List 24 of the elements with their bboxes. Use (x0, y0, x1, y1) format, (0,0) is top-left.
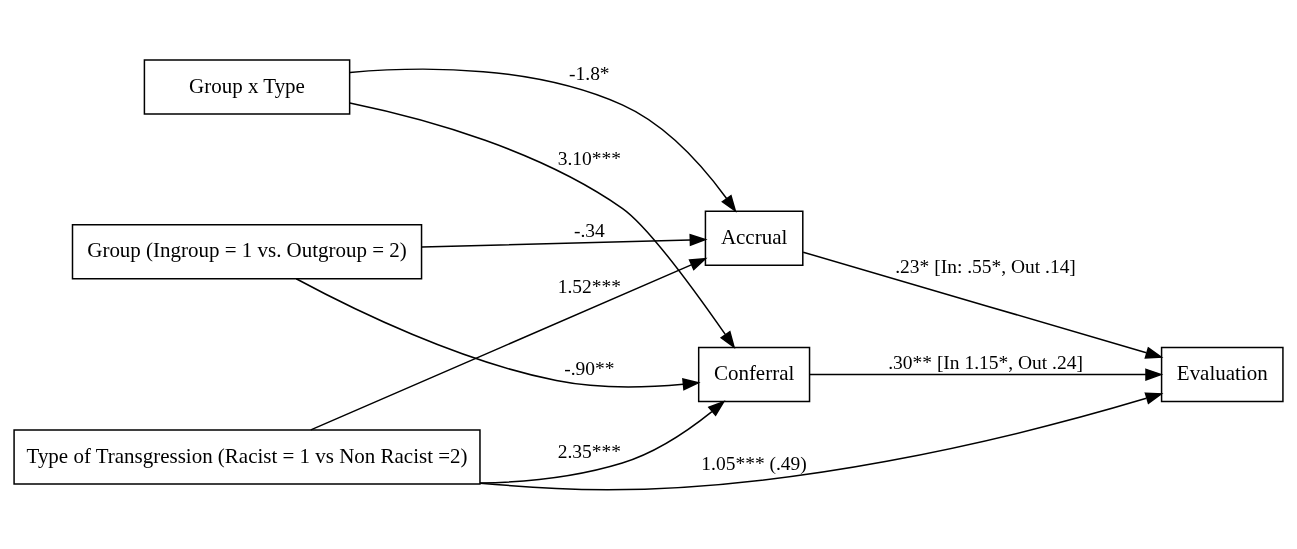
arrow (802, 250, 1164, 359)
edge-label: 3.10*** (557, 147, 621, 169)
arrow (349, 101, 736, 349)
node-box: Accrual (704, 210, 804, 266)
node-box: Type of Transgression (Racist = 1 vs Non Racist =2) (13, 428, 481, 485)
arrow (295, 277, 701, 391)
edge-label: 1.05*** (.49) (701, 452, 807, 474)
arrow (809, 367, 1164, 381)
node-box: Conferral (697, 346, 811, 402)
node-box: Evaluation (1160, 346, 1284, 402)
arrow (479, 391, 1164, 490)
edge-label: -.34 (573, 219, 605, 241)
arrow (421, 233, 708, 248)
edge-label: .23* [In: .55*, Out .14] (895, 255, 1076, 277)
arrow (310, 257, 708, 431)
node-box: Group (Ingroup = 1 vs. Outgroup = 2) (71, 223, 423, 279)
edge-label: .30** [In 1.15*, Out .24] (888, 351, 1083, 373)
node-box: Group x Type (143, 58, 351, 115)
arrow (479, 399, 726, 484)
edge-label: 1.52*** (557, 275, 621, 297)
edge-label: 2.35*** (557, 440, 621, 462)
edge-label: -.90** (564, 357, 615, 379)
edge-label: -1.8* (569, 62, 610, 84)
arrow (349, 67, 737, 213)
